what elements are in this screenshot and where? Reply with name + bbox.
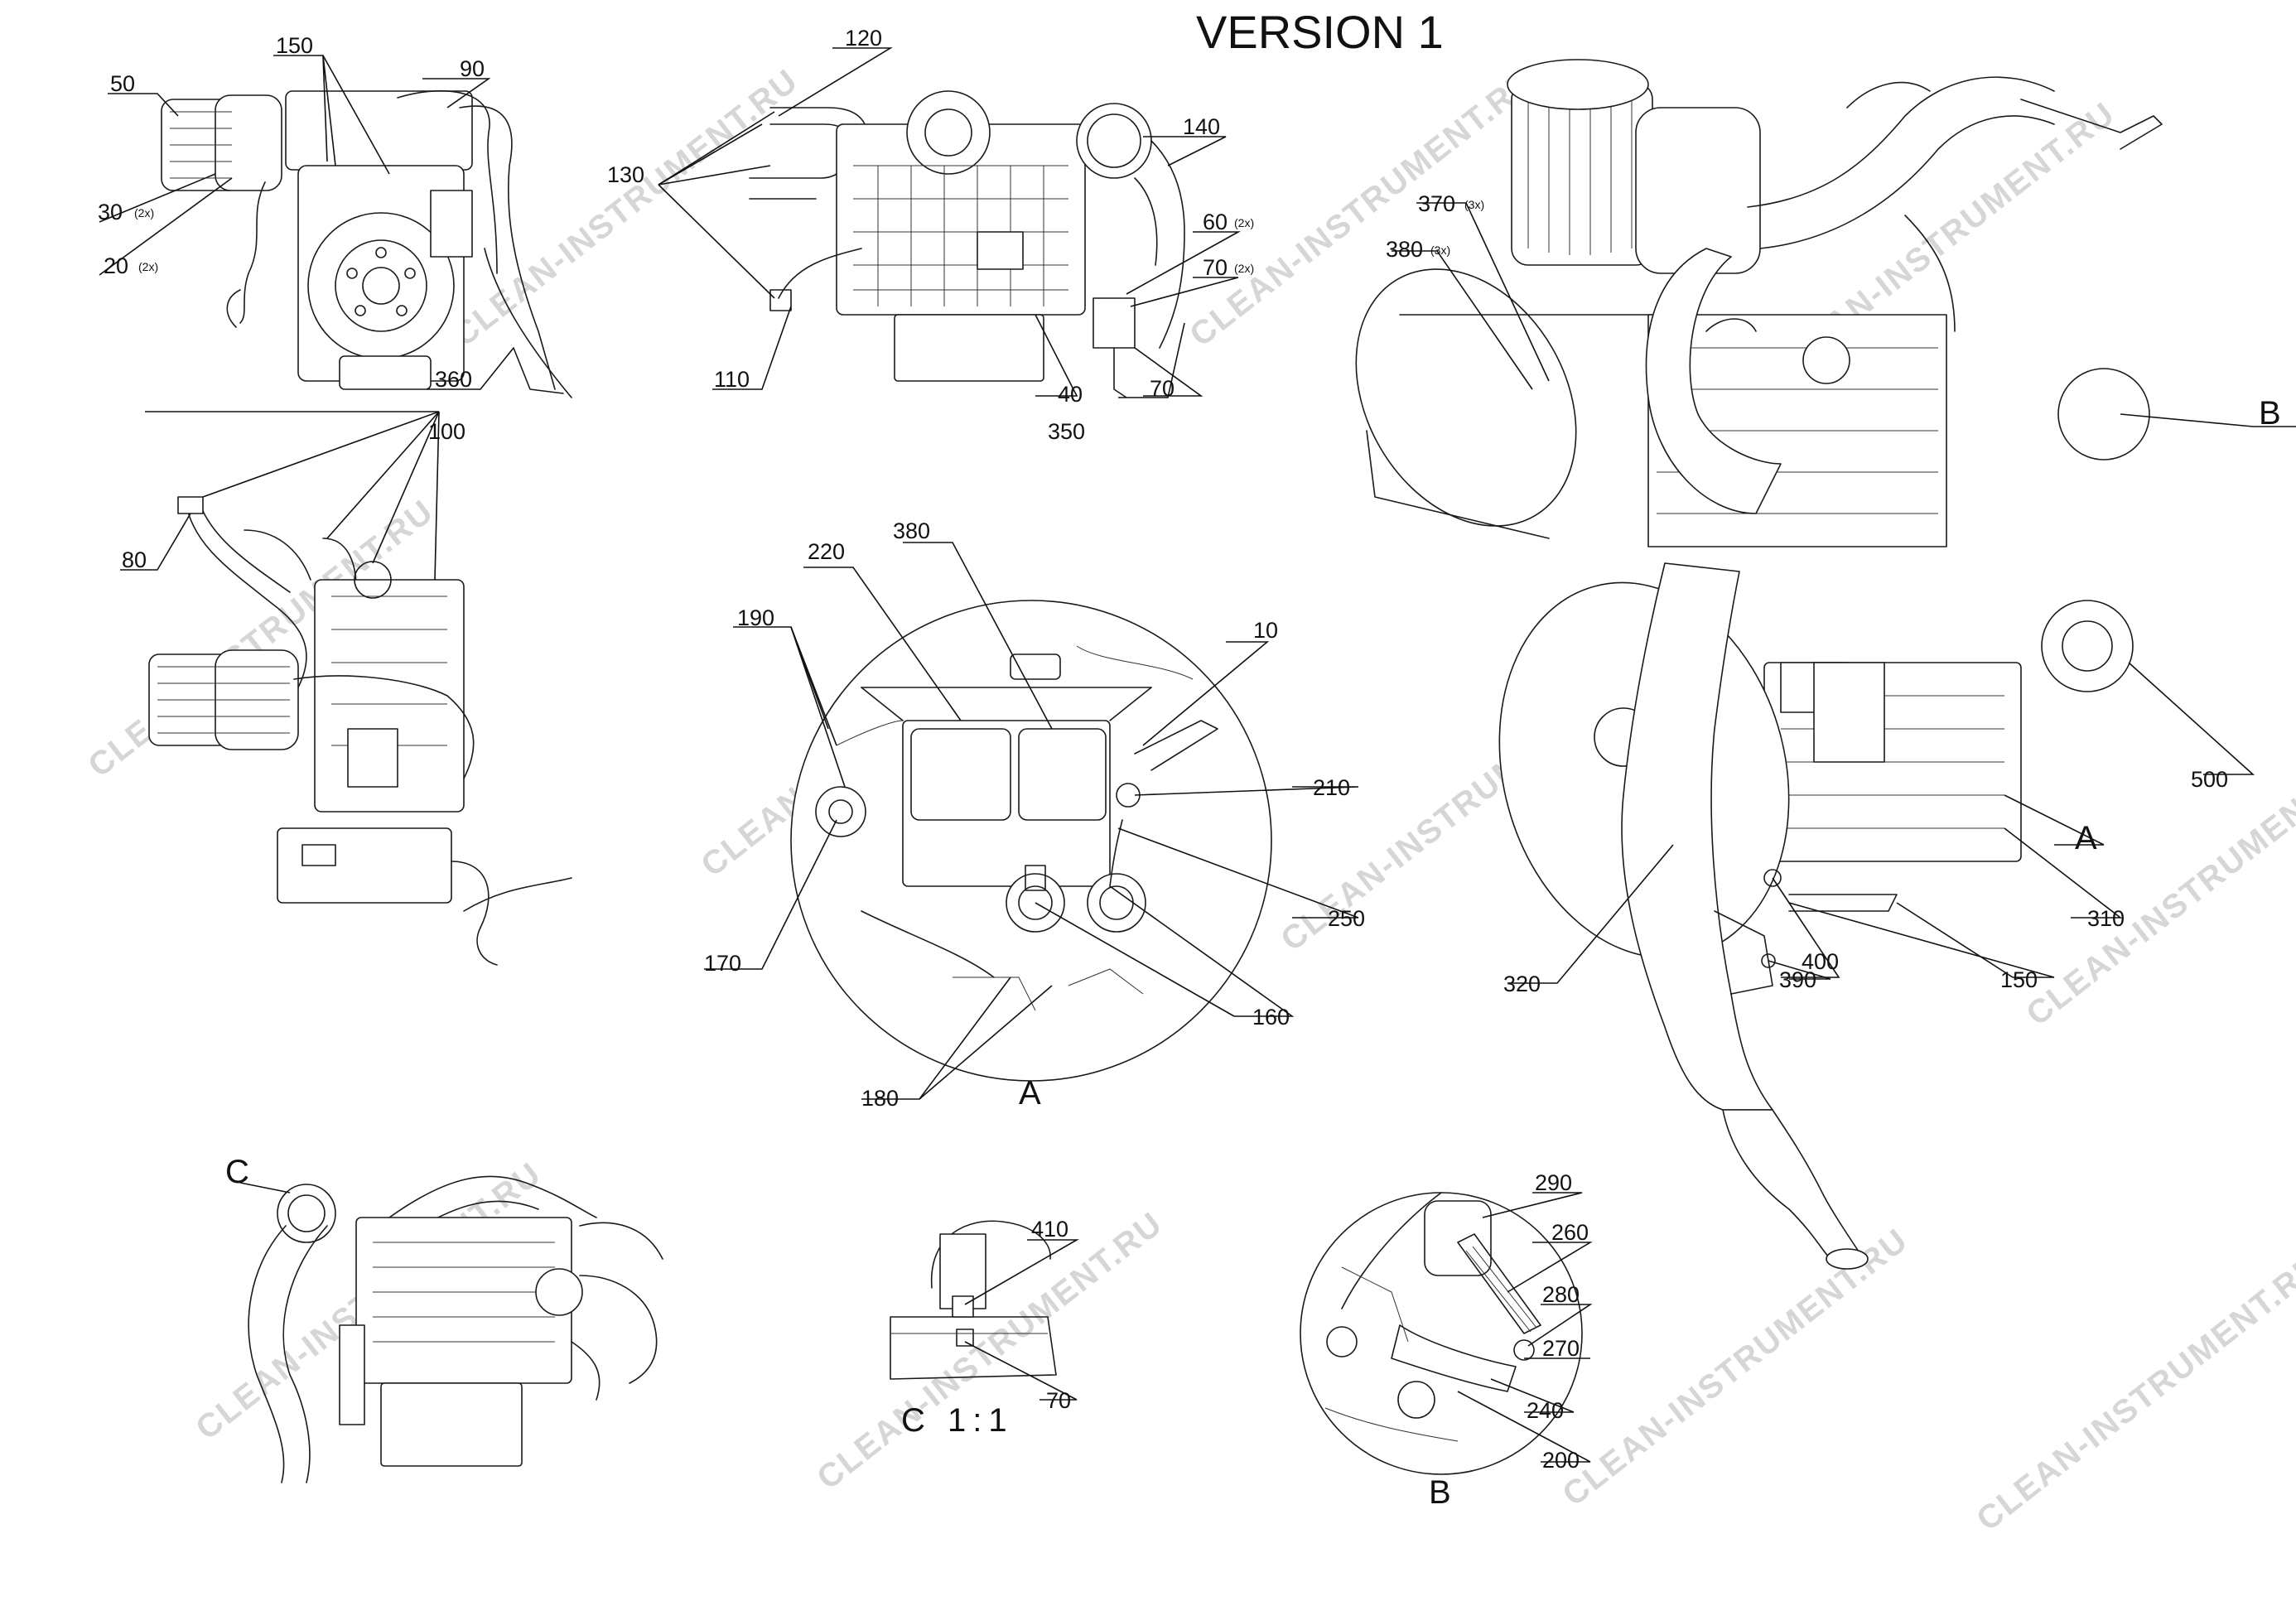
callout-30: 30 (98, 200, 123, 224)
callout-410: 410 (1031, 1217, 1068, 1242)
callout-70: 70 (1150, 376, 1175, 401)
callout-70: 70 (1203, 255, 1228, 280)
quantity-2x: (2x) (1234, 216, 1254, 229)
callout-70: 70 (1046, 1388, 1071, 1413)
callout-190: 190 (737, 605, 774, 630)
callout-20: 20 (104, 253, 128, 278)
callout-210: 210 (1313, 775, 1350, 800)
callout-500: 500 (2191, 767, 2228, 792)
callout-170: 170 (704, 951, 741, 976)
engine-top-view (148, 496, 572, 966)
callout-310: 310 (2087, 906, 2125, 931)
watermark: CLEAN-INSTRUMENT.RU (446, 62, 805, 354)
drawing-title: VERSION 1 (1196, 6, 1444, 58)
leader-lines (99, 47, 2296, 1463)
callout-400: 400 (1802, 949, 1839, 974)
quantity-3x: (3x) (1464, 198, 1484, 211)
callout-150: 150 (2000, 967, 2038, 992)
engine-front-view (161, 89, 572, 398)
callout-370: 370 (1418, 191, 1455, 216)
callout-90: 90 (460, 56, 485, 81)
callout-80: 80 (122, 547, 147, 572)
callout-10: 10 (1253, 618, 1278, 643)
callout-220: 220 (808, 539, 845, 564)
callout-380: 380 (893, 518, 930, 543)
callout-270: 270 (1542, 1336, 1580, 1361)
callout-320: 320 (1503, 972, 1541, 996)
detail-b-marker: B (2259, 395, 2281, 432)
callout-360: 360 (435, 367, 472, 392)
watermark: CLEAN-INSTRUMENT.RU (810, 1205, 1170, 1497)
callout-290: 290 (1535, 1170, 1572, 1195)
detail-a-view (790, 600, 1272, 1082)
detail-a-label: A (1019, 1075, 1041, 1112)
engine-rear-view (248, 1175, 663, 1483)
callout-180: 180 (861, 1086, 899, 1111)
quantity-2x: (2x) (1234, 262, 1254, 275)
callout-260: 260 (1551, 1220, 1589, 1245)
callout-160: 160 (1252, 1005, 1290, 1030)
detail-c-marker: C (225, 1154, 249, 1190)
detail-b-view (1300, 1192, 1583, 1475)
callout-110: 110 (714, 367, 750, 392)
detail-a-marker: A (2075, 820, 2097, 856)
callout-390: 390 (1779, 967, 1816, 992)
callout-40: 40 (1058, 382, 1083, 407)
callout-50: 50 (110, 71, 135, 96)
callout-labels: 50 150 90 30 (2x) 20 (2x) 360 120 130 14… (98, 26, 2281, 1511)
callout-280: 280 (1542, 1282, 1580, 1307)
callout-130: 130 (607, 162, 644, 187)
engine-isometric-view (1355, 59, 2163, 1270)
watermark: CLEAN-INSTRUMENT.RU (2019, 741, 2296, 1033)
callout-380: 380 (1386, 237, 1423, 262)
quantity-2x: (2x) (138, 260, 158, 273)
callout-100: 100 (428, 419, 465, 444)
detail-c-scale-label: C 1:1 (901, 1402, 1014, 1439)
watermark: CLEAN-INSTRUMENT.RU (1970, 1247, 2296, 1538)
callout-140: 140 (1183, 114, 1220, 139)
callout-150: 150 (276, 33, 313, 58)
engine-side-view (749, 90, 1185, 398)
callout-60: 60 (1203, 210, 1228, 234)
callout-120: 120 (845, 26, 882, 51)
callout-200: 200 (1542, 1448, 1580, 1473)
quantity-3x: (3x) (1430, 244, 1450, 257)
detail-b-label: B (1429, 1474, 1451, 1511)
callout-350: 350 (1048, 419, 1085, 444)
callout-250: 250 (1328, 906, 1365, 931)
quantity-2x: (2x) (134, 206, 154, 219)
callout-240: 240 (1527, 1398, 1564, 1423)
